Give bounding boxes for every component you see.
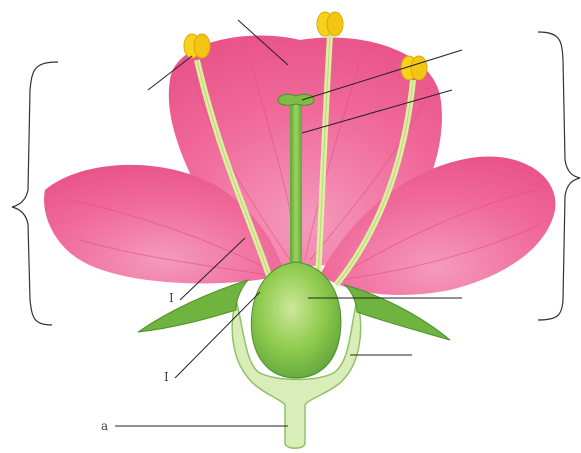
anther-middle [317, 12, 343, 36]
anther-left [184, 34, 210, 58]
ovary [251, 262, 341, 378]
label-left-low: I [164, 371, 169, 383]
style [290, 98, 302, 273]
right-bracket [538, 32, 580, 320]
label-left-mid: I [169, 292, 174, 304]
label-stalk: a [101, 420, 108, 432]
stigma [278, 94, 314, 105]
